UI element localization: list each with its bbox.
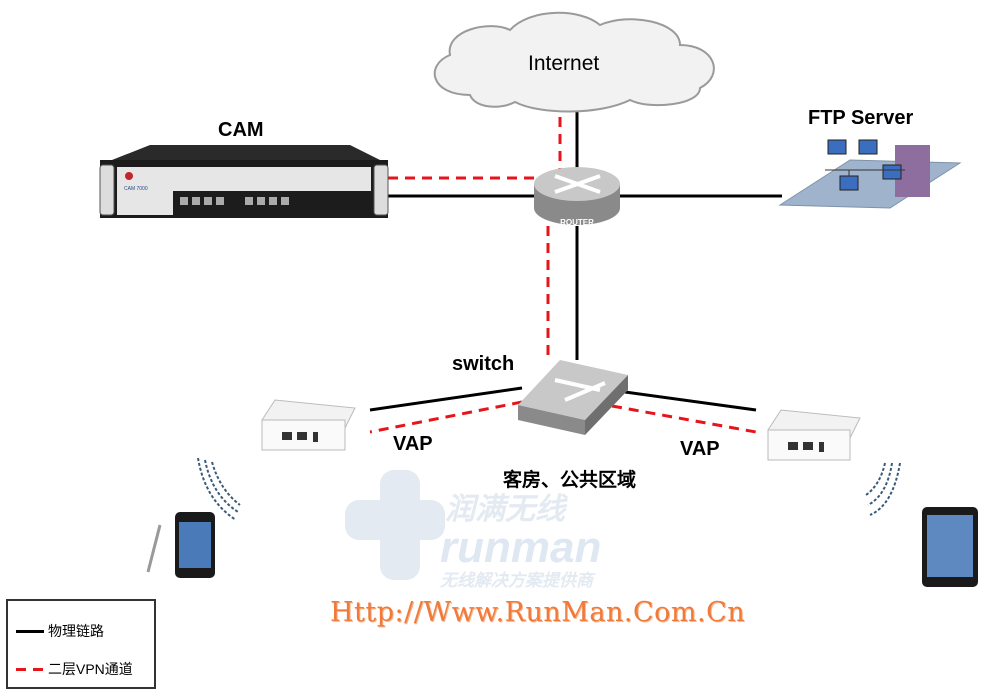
- vap-left-label: VAP: [393, 433, 433, 455]
- ftp-server-label: FTP Server: [808, 107, 914, 129]
- vpn-switch-vap-right: [611, 404, 757, 434]
- access-point-left-icon: [261, 399, 356, 451]
- cam-device-icon: CAM 7000: [99, 145, 389, 218]
- watermark-en: runman: [440, 523, 602, 572]
- legend-physical-label: 物理链路: [48, 623, 104, 639]
- link-switch-vap-left: [369, 386, 523, 412]
- tablet-icon: [922, 507, 978, 587]
- switch-icon: [518, 360, 628, 435]
- legend: 物理链路 二层VPN通道: [6, 599, 156, 689]
- vpn-links: [369, 100, 757, 434]
- watermark-slogan: 无线解决方案提供商: [440, 571, 593, 591]
- watermark-logo-icon: [345, 470, 445, 580]
- router-icon: ROUTER: [534, 167, 620, 227]
- wifi-signal-right-icon: [865, 462, 901, 516]
- watermark-cn: 润满无线: [445, 493, 565, 526]
- cam-label: CAM: [218, 119, 264, 141]
- cam-model-label: CAM 7000: [124, 186, 148, 192]
- access-point-right-icon: [767, 409, 861, 461]
- area-label: 客房、公共区域: [503, 470, 637, 491]
- ftp-server-icon: [778, 139, 962, 209]
- solid-line-icon: [16, 629, 44, 633]
- legend-vpn-label: 二层VPN通道: [48, 661, 133, 677]
- vpn-switch-vap-left: [369, 400, 523, 434]
- legend-physical: 物理链路: [16, 621, 104, 641]
- dashed-line-icon: [16, 667, 44, 671]
- legend-vpn: 二层VPN通道: [16, 659, 133, 679]
- internet-label: Internet: [528, 52, 600, 75]
- wifi-signal-left-icon: [197, 457, 241, 521]
- smartphone-icon: [146, 512, 215, 578]
- internet-cloud-icon: [433, 11, 715, 113]
- vap-right-label: VAP: [680, 438, 720, 460]
- switch-label: switch: [452, 353, 515, 375]
- link-switch-vap-right: [624, 390, 757, 412]
- physical-links: [369, 100, 782, 412]
- router-label: ROUTER: [560, 218, 594, 227]
- website-url: Http://Www.RunMan.Com.Cn: [330, 597, 746, 628]
